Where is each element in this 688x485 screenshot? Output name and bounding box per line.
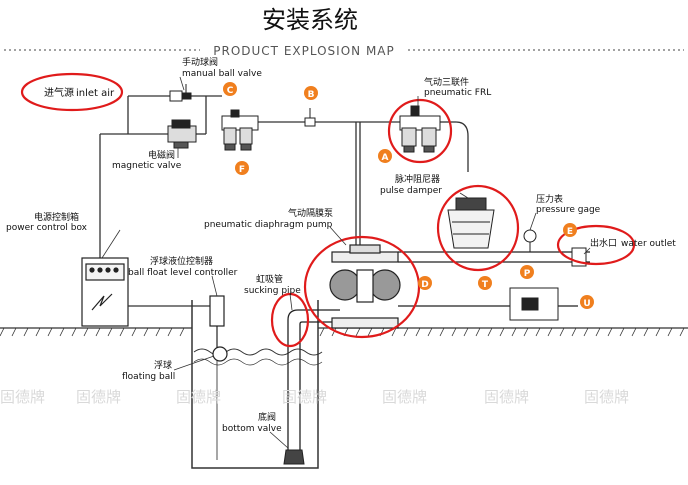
label-ball-float-en: ball float level controller (128, 268, 238, 278)
label-pump-cn: 气动隔膜泵 (288, 207, 333, 219)
svg-text:固德牌: 固德牌 (484, 388, 529, 406)
svg-text:C: C (227, 86, 234, 96)
label-pressure-en: pressure gage (536, 205, 601, 215)
air-line (99, 95, 469, 258)
label-frl-en: pneumatic FRL (424, 88, 491, 98)
page-subtitle: PRODUCT EXPLOSION MAP (213, 44, 395, 58)
bottom-valve (283, 449, 305, 465)
label-power-box-cn: 电源控制箱 (34, 211, 79, 223)
highlight-frl (387, 98, 453, 164)
frl-unit-left (221, 109, 259, 151)
diaphragm-pump (329, 244, 401, 329)
power-control-box (81, 257, 129, 327)
svg-text:P: P (524, 269, 531, 279)
label-inlet-cn: 进气源 (44, 86, 74, 99)
label-floating-cn: 浮球 (154, 359, 172, 371)
ball-float-controller (209, 295, 228, 460)
sucking-pipe (287, 309, 340, 450)
magnetic-valve (167, 119, 197, 149)
label-magnetic-valve-en: magnetic valve (112, 161, 182, 171)
svg-text:固德牌: 固德牌 (584, 388, 629, 406)
label-bottom-en: bottom valve (222, 424, 282, 434)
badge-u: U (580, 295, 594, 309)
svg-text:固德牌: 固德牌 (382, 388, 427, 406)
frl-unit-right (399, 105, 441, 153)
highlight-circles (20, 72, 636, 348)
badge-f: F (235, 161, 249, 175)
svg-text:固德牌: 固德牌 (282, 388, 327, 406)
svg-text:F: F (239, 165, 245, 175)
label-floating-en: floating ball (122, 372, 175, 382)
svg-text:固德牌: 固德牌 (176, 388, 221, 406)
label-pressure-cn: 压力表 (536, 193, 563, 205)
svg-text:D: D (421, 280, 428, 290)
label-bottom-cn: 底阀 (258, 411, 276, 423)
manual-ball-valve (169, 84, 192, 102)
badge-t: T (478, 276, 492, 290)
badge-p: P (520, 265, 534, 279)
label-inlet-en: inlet air (76, 88, 115, 99)
label-ball-float-cn: 浮球液位控制器 (150, 255, 213, 267)
leader-lines (101, 76, 591, 449)
highlight-outlet (556, 224, 636, 266)
highlight-sucking (270, 292, 310, 348)
watermark-row: 固德牌 固德牌 固德牌 固德牌 固德牌 固德牌 固德牌 (0, 388, 629, 406)
label-pump-en: pneumatic diaphragm pump (204, 220, 333, 230)
highlight-damper (436, 184, 520, 272)
badge-a: A (378, 149, 392, 163)
highlight-pump (303, 235, 421, 339)
svg-text:T: T (482, 280, 489, 290)
svg-text:A: A (382, 153, 389, 163)
label-outlet-en: water outlet (621, 239, 676, 249)
svg-text:B: B (308, 90, 315, 100)
badge-c: C (223, 82, 237, 96)
label-frl-cn: 气动三联件 (424, 76, 469, 88)
svg-text:固德牌: 固德牌 (76, 388, 121, 406)
label-pulse-en: pulse damper (380, 186, 442, 196)
svg-text:固德牌: 固德牌 (0, 388, 45, 406)
badge-e: E (563, 223, 577, 237)
label-manual-valve-en: manual ball valve (182, 69, 262, 79)
label-sucking-en: sucking pipe (244, 286, 301, 296)
pulse-damper (447, 197, 495, 249)
label-sucking-cn: 虹吸管 (256, 273, 283, 285)
controller-box (509, 287, 559, 321)
label-manual-valve-cn: 手动球阀 (182, 56, 218, 68)
svg-text:U: U (583, 299, 590, 309)
highlight-inlet (20, 72, 124, 112)
badge-b: B (304, 86, 318, 100)
outlet-line (398, 251, 590, 307)
svg-text:E: E (567, 227, 573, 237)
label-pulse-cn: 脉冲阻尼器 (395, 173, 440, 185)
label-power-box-en: power control box (6, 223, 88, 233)
label-outlet-cn: 出水口 (590, 237, 617, 249)
page-title: 安装系统 (262, 6, 358, 34)
valve-b (304, 108, 316, 127)
pressure-gage (523, 229, 537, 252)
label-magnetic-valve-cn: 电磁阀 (148, 149, 175, 161)
badge-d: D (418, 276, 432, 290)
